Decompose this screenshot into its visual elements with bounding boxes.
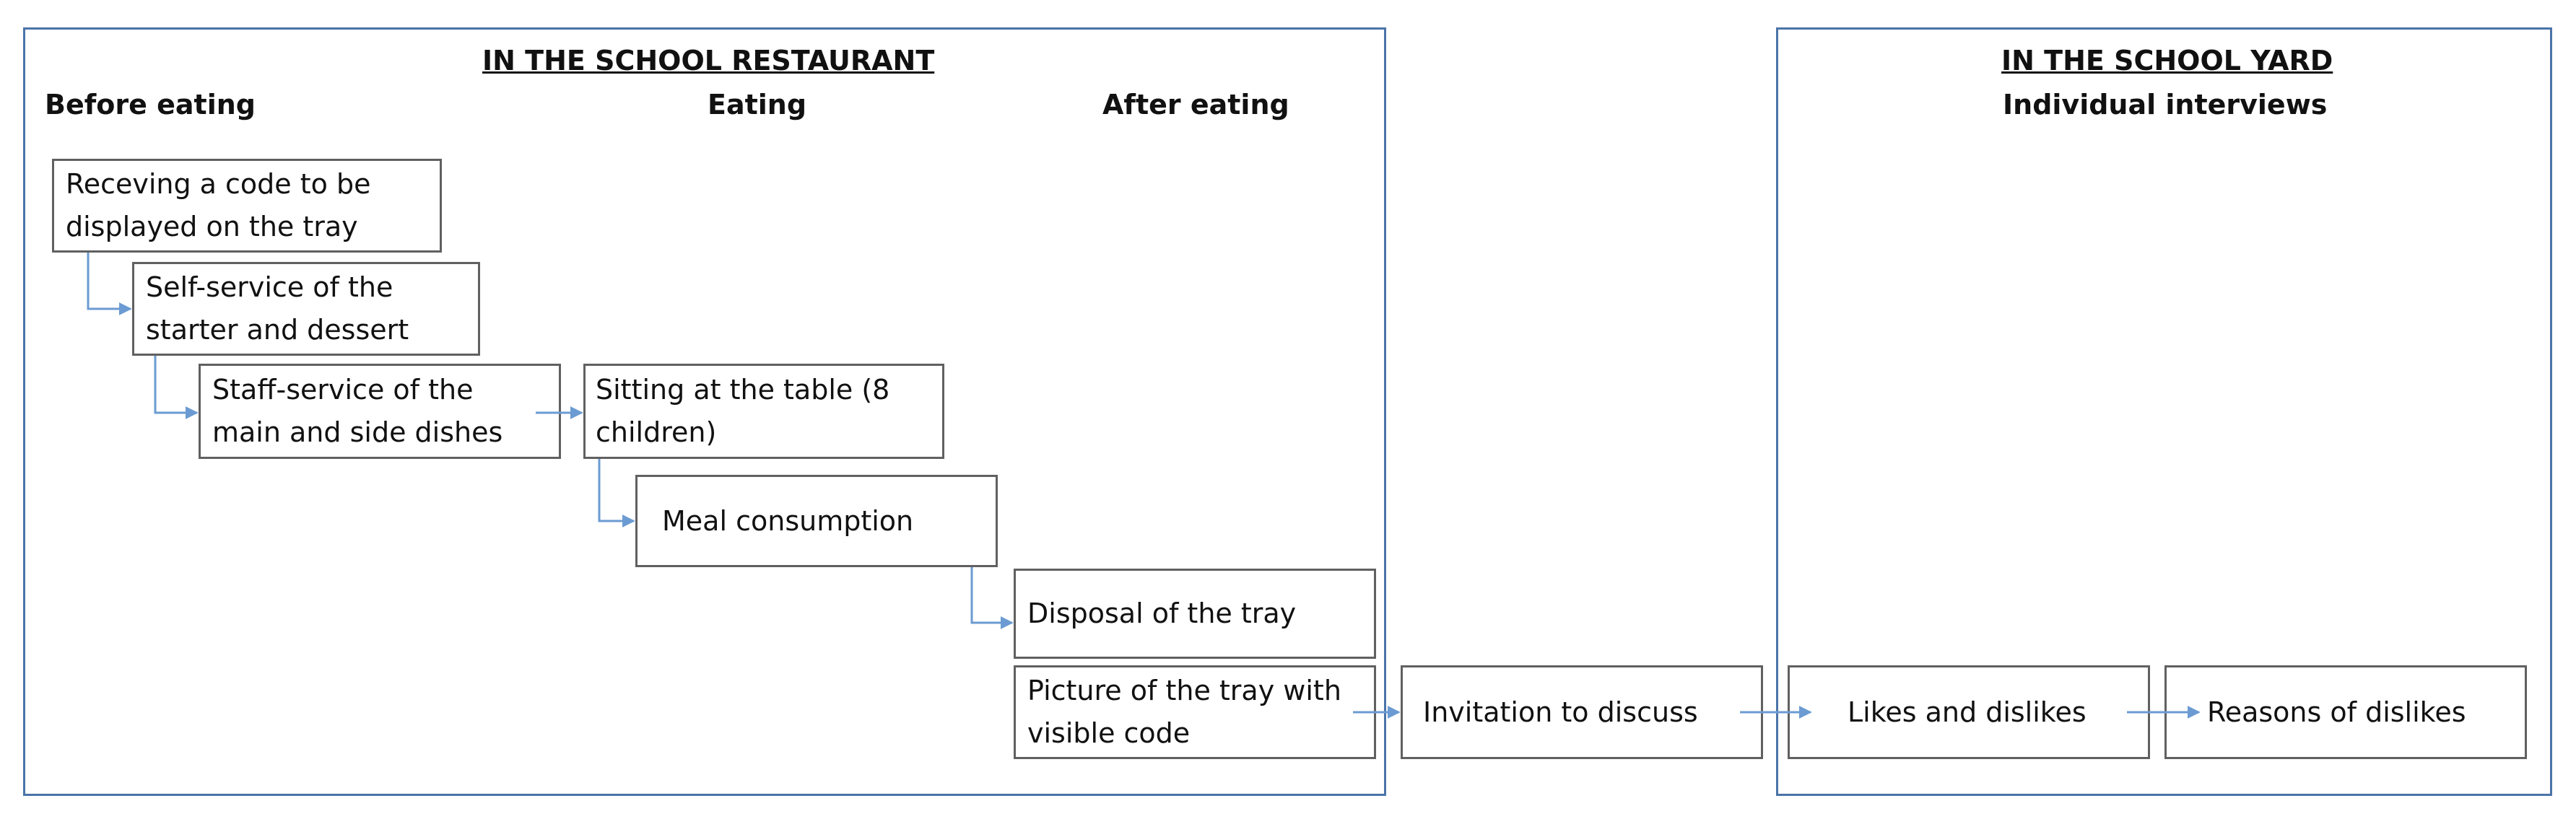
step-sitting: Sitting at the table (8 children) [583,364,944,459]
step-reasons-dislikes-text: Reasons of dislikes [2207,696,2466,728]
step-disposal: Disposal of the tray [1014,569,1376,659]
arrow-self-service-to-staff [154,356,199,419]
step-self-service: Self-service of the starter and dessert [132,262,480,356]
yard-heading: IN THE SCHOOL YARD [2001,45,2333,76]
yard-subheading: Individual interviews [2003,89,2328,121]
step-invitation-text: Invitation to discuss [1423,696,1698,728]
school-yard-frame [1776,27,2552,796]
step-staff-service-text: Staff-service of the main and side dishe… [212,374,503,448]
step-reasons-dislikes: Reasons of dislikes [2164,665,2527,759]
step-sitting-text: Sitting at the table (8 children) [596,374,890,448]
step-receive-code-text: Receving a code to be displayed on the t… [66,168,371,242]
step-meal-consumption-text: Meal consumption [662,504,914,537]
step-likes-dislikes-text: Likes and dislikes [1848,696,2087,728]
step-self-service-text: Self-service of the starter and dessert [146,271,409,346]
school-restaurant-frame [23,27,1386,796]
arrow-sitting-to-meal [598,459,635,527]
step-invitation: Invitation to discuss [1401,665,1763,759]
step-meal-consumption: Meal consumption [635,475,998,567]
column-after-eating: After eating [1102,89,1289,121]
step-picture: Picture of the tray with visible code [1014,665,1376,759]
step-staff-service: Staff-service of the main and side dishe… [199,364,561,459]
restaurant-heading: IN THE SCHOOL RESTAURANT [482,45,935,76]
column-eating: Eating [708,89,807,121]
step-picture-text: Picture of the tray with visible code [1027,675,1341,749]
arrow-meal-to-disposal [970,567,1014,629]
step-disposal-text: Disposal of the tray [1027,597,1297,630]
column-before-eating: Before eating [45,89,256,121]
step-likes-dislikes: Likes and dislikes [1788,665,2150,759]
step-receive-code: Receving a code to be displayed on the t… [52,159,442,253]
arrow-code-to-self-service [87,253,132,315]
